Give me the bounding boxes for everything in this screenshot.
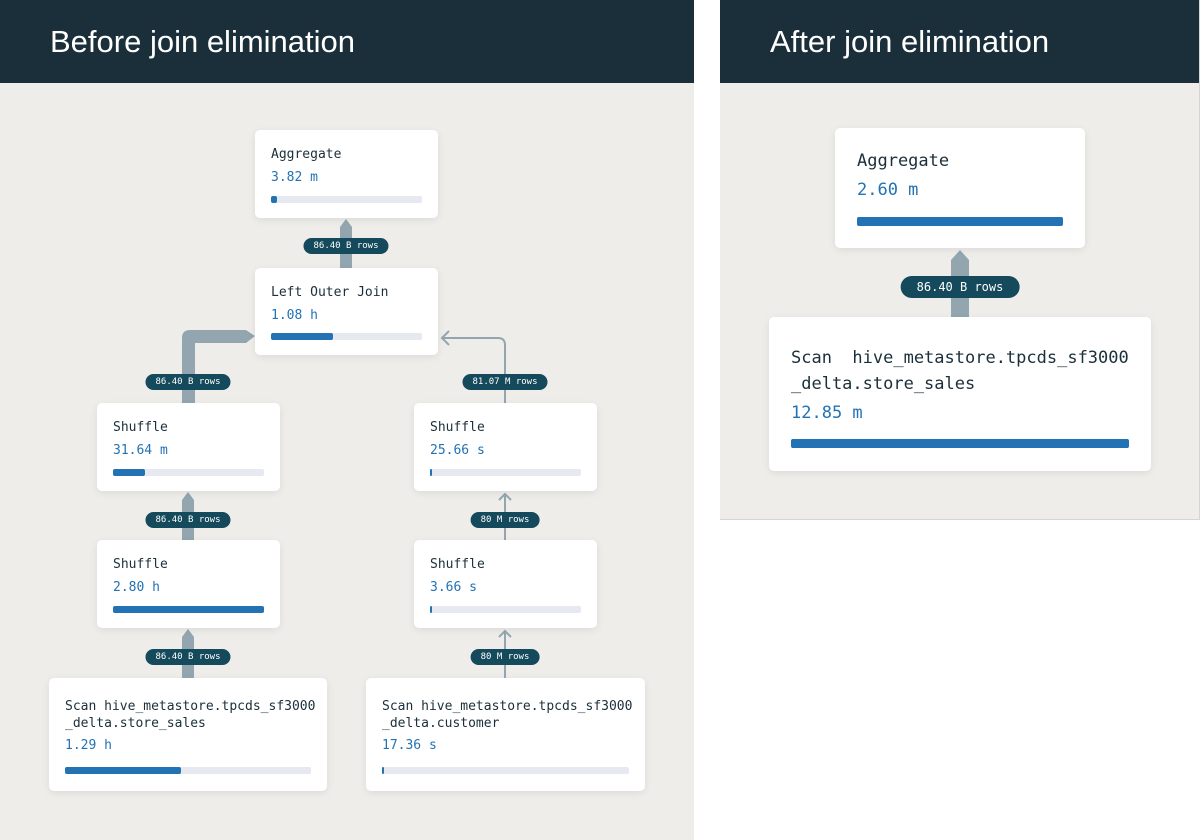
node-time: 2.60 m xyxy=(857,180,919,200)
progress-bar xyxy=(65,767,311,774)
progress-fill xyxy=(382,767,384,774)
node-label: Scan hive_metastore.tpcds_sf3000 _delta.… xyxy=(791,348,1129,394)
node-time: 2.80 h xyxy=(113,580,160,595)
after-title: After join elimination xyxy=(720,0,1199,83)
node-time: 1.29 h xyxy=(65,738,112,753)
node-label: Shuffle xyxy=(430,420,485,435)
node-aggregate[interactable]: Aggregate 3.82 m xyxy=(255,130,438,218)
node-time: 3.82 m xyxy=(271,170,318,185)
node-time: 31.64 m xyxy=(113,443,168,458)
row-count-badge: 86.40 B rows xyxy=(900,276,1020,298)
row-count-badge: 80 M rows xyxy=(470,649,540,665)
row-count-badge: 86.40 B rows xyxy=(303,238,389,254)
row-count-badge: 81.07 M rows xyxy=(462,374,548,390)
progress-bar xyxy=(271,333,422,340)
progress-bar xyxy=(382,767,629,774)
row-count-badge: 80 M rows xyxy=(470,512,540,528)
progress-bar xyxy=(430,606,581,613)
after-panel: After join elimination Aggregate 2.60 m … xyxy=(720,0,1200,520)
row-count-badge: 86.40 B rows xyxy=(145,649,231,665)
node-label: Scan hive_metastore.tpcds_sf3000 _delta.… xyxy=(65,699,316,731)
node-time: 1.08 h xyxy=(271,308,318,323)
progress-bar xyxy=(791,439,1129,448)
progress-fill xyxy=(113,469,145,476)
node-shuffle-left-lower[interactable]: Shuffle 2.80 h xyxy=(97,540,280,628)
node-shuffle-right-lower[interactable]: Shuffle 3.66 s xyxy=(414,540,597,628)
progress-bar xyxy=(857,217,1063,226)
progress-fill xyxy=(113,606,264,613)
progress-bar xyxy=(430,469,581,476)
before-connectors xyxy=(182,219,512,678)
node-label: Shuffle xyxy=(113,557,168,572)
node-aggregate[interactable]: Aggregate 2.60 m xyxy=(835,128,1085,248)
thick-arrow-shuffle-to-join xyxy=(182,330,255,403)
node-scan-store-sales[interactable]: Scan hive_metastore.tpcds_sf3000 _delta.… xyxy=(769,317,1151,471)
row-count-badge: 86.40 B rows xyxy=(145,512,231,528)
before-title: Before join elimination xyxy=(0,0,694,83)
node-label: Aggregate xyxy=(271,147,342,162)
progress-bar xyxy=(113,606,264,613)
thin-arrow-shuffle-to-join xyxy=(440,330,506,403)
node-scan-store-sales[interactable]: Scan hive_metastore.tpcds_sf3000 _delta.… xyxy=(49,678,327,791)
node-label: Aggregate xyxy=(857,151,950,171)
node-time: 3.66 s xyxy=(430,580,477,595)
before-panel: Before join elimination Aggregate 3.82 m… xyxy=(0,0,694,840)
progress-fill xyxy=(271,196,277,203)
progress-bar xyxy=(113,469,264,476)
node-time: 17.36 s xyxy=(382,738,437,753)
node-label: Shuffle xyxy=(430,557,485,572)
progress-fill xyxy=(791,439,1129,448)
progress-bar xyxy=(271,196,422,203)
progress-fill xyxy=(430,606,432,613)
row-count-badge: 86.40 B rows xyxy=(145,374,231,390)
node-label: Scan hive_metastore.tpcds_sf3000 _delta.… xyxy=(382,699,633,731)
node-shuffle-right-upper[interactable]: Shuffle 25.66 s xyxy=(414,403,597,491)
progress-fill xyxy=(430,469,432,476)
node-label: Left Outer Join xyxy=(271,285,389,300)
progress-fill xyxy=(65,767,181,774)
node-scan-customer[interactable]: Scan hive_metastore.tpcds_sf3000 _delta.… xyxy=(366,678,645,791)
node-left-outer-join[interactable]: Left Outer Join 1.08 h xyxy=(255,268,438,355)
node-time: 12.85 m xyxy=(791,403,863,423)
node-label: Shuffle xyxy=(113,420,168,435)
progress-fill xyxy=(857,217,1063,226)
progress-fill xyxy=(271,333,333,340)
node-shuffle-left-upper[interactable]: Shuffle 31.64 m xyxy=(97,403,280,491)
node-time: 25.66 s xyxy=(430,443,485,458)
